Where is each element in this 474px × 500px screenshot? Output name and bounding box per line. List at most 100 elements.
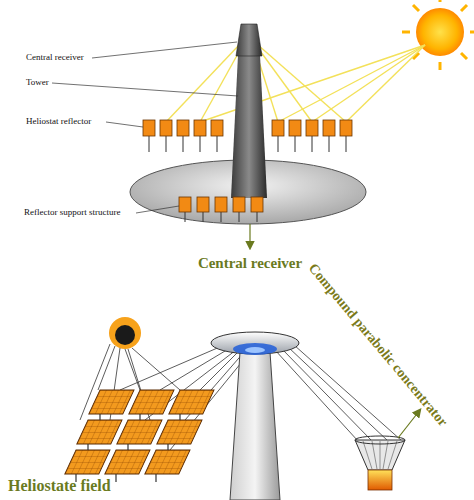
- section-label: Heliostate field: [8, 477, 111, 495]
- ray: [166, 44, 240, 122]
- stand: [239, 212, 240, 222]
- heliostat: [340, 120, 352, 136]
- solar-panel: [77, 420, 122, 444]
- ray: [125, 349, 140, 390]
- cpc: [355, 436, 405, 490]
- stand: [179, 414, 180, 420]
- heliostat: [323, 120, 335, 136]
- cpc-absorber: [368, 470, 392, 490]
- sun-ray: [461, 53, 467, 59]
- pointer-arrow: [249, 224, 250, 248]
- solar-panel: [65, 450, 110, 474]
- ray: [200, 350, 240, 390]
- ray: [288, 347, 388, 441]
- heliostat: [179, 197, 191, 212]
- stand: [127, 444, 128, 450]
- stand: [155, 474, 156, 482]
- stand: [87, 444, 88, 450]
- receiver-dish: [211, 332, 299, 354]
- sun-rays: [402, 0, 474, 70]
- stands: [149, 136, 346, 152]
- tower: [231, 55, 267, 198]
- heliostat: [215, 197, 227, 212]
- receiver-glow: [233, 343, 277, 355]
- solar-panel: [105, 450, 150, 474]
- stand: [183, 136, 184, 152]
- heliostat: [289, 120, 301, 136]
- ray: [312, 45, 425, 122]
- sun-disc: [416, 8, 464, 56]
- sun-ray: [461, 5, 467, 11]
- solar-panel: [157, 420, 202, 444]
- leader-line: [92, 42, 237, 58]
- sun-small: [109, 317, 141, 349]
- stand: [217, 136, 218, 152]
- leader-line: [136, 206, 179, 213]
- stand: [278, 136, 279, 152]
- stand: [257, 212, 258, 222]
- heliostat: [194, 120, 206, 136]
- part-label: Heliostat reflector: [26, 117, 91, 127]
- cpc-ribs: [363, 441, 397, 469]
- pointer-arrow: [398, 410, 420, 438]
- ray: [278, 45, 425, 122]
- stands: [185, 212, 257, 222]
- sun: [402, 0, 474, 70]
- cpc-rib: [363, 441, 372, 469]
- heliostat: [306, 120, 318, 136]
- leader-lines: [52, 42, 238, 213]
- ray: [282, 349, 372, 441]
- solar-panel: [89, 390, 134, 414]
- heliostat: [211, 120, 223, 136]
- heliostat: [272, 120, 284, 136]
- heliostat-field: [65, 390, 214, 474]
- cpc-rib: [383, 441, 388, 469]
- part-label: Central receiver: [26, 53, 84, 63]
- stand: [312, 136, 313, 152]
- stand: [221, 212, 222, 222]
- sun-ray: [402, 31, 410, 34]
- stand: [203, 212, 204, 222]
- sun-disc: [109, 317, 141, 349]
- stand: [295, 136, 296, 152]
- receiver-glow: [245, 347, 265, 353]
- stand: [185, 212, 186, 222]
- solar-panel: [169, 390, 214, 414]
- part-label: Compound parabolic concentrator: [305, 261, 450, 430]
- leader-line: [52, 83, 238, 96]
- sun-ray: [470, 31, 474, 34]
- heliostat: [233, 197, 245, 212]
- sun-core: [115, 325, 135, 345]
- section-label: Central receiver: [198, 255, 302, 272]
- heliostat-row: [179, 197, 263, 222]
- mirrors: [179, 197, 263, 212]
- heliostat-row: [143, 120, 352, 152]
- tower: [230, 352, 280, 500]
- sun-rays-top: [166, 44, 425, 122]
- cpc-rib: [380, 441, 381, 469]
- receiver: [236, 24, 262, 56]
- cpc-rib: [372, 441, 377, 469]
- heliostat: [177, 120, 189, 136]
- stand: [329, 136, 330, 152]
- solar-panel: [117, 420, 162, 444]
- stand: [166, 136, 167, 152]
- heliostat: [143, 120, 155, 136]
- stand: [346, 136, 347, 152]
- rays-to-field: [80, 344, 180, 420]
- stand: [99, 414, 100, 420]
- ray: [200, 50, 240, 122]
- sun-ray: [413, 5, 419, 11]
- heliostat: [197, 197, 209, 212]
- sun-ray: [439, 0, 442, 2]
- part-label: Reflector support structure: [24, 208, 120, 218]
- mirrors: [143, 120, 352, 136]
- cpc-rib: [388, 441, 397, 469]
- solar-panel: [145, 450, 190, 474]
- panel-stands: [76, 414, 180, 482]
- solar-panel: [129, 390, 174, 414]
- sun-ray: [439, 62, 442, 70]
- stand: [167, 444, 168, 450]
